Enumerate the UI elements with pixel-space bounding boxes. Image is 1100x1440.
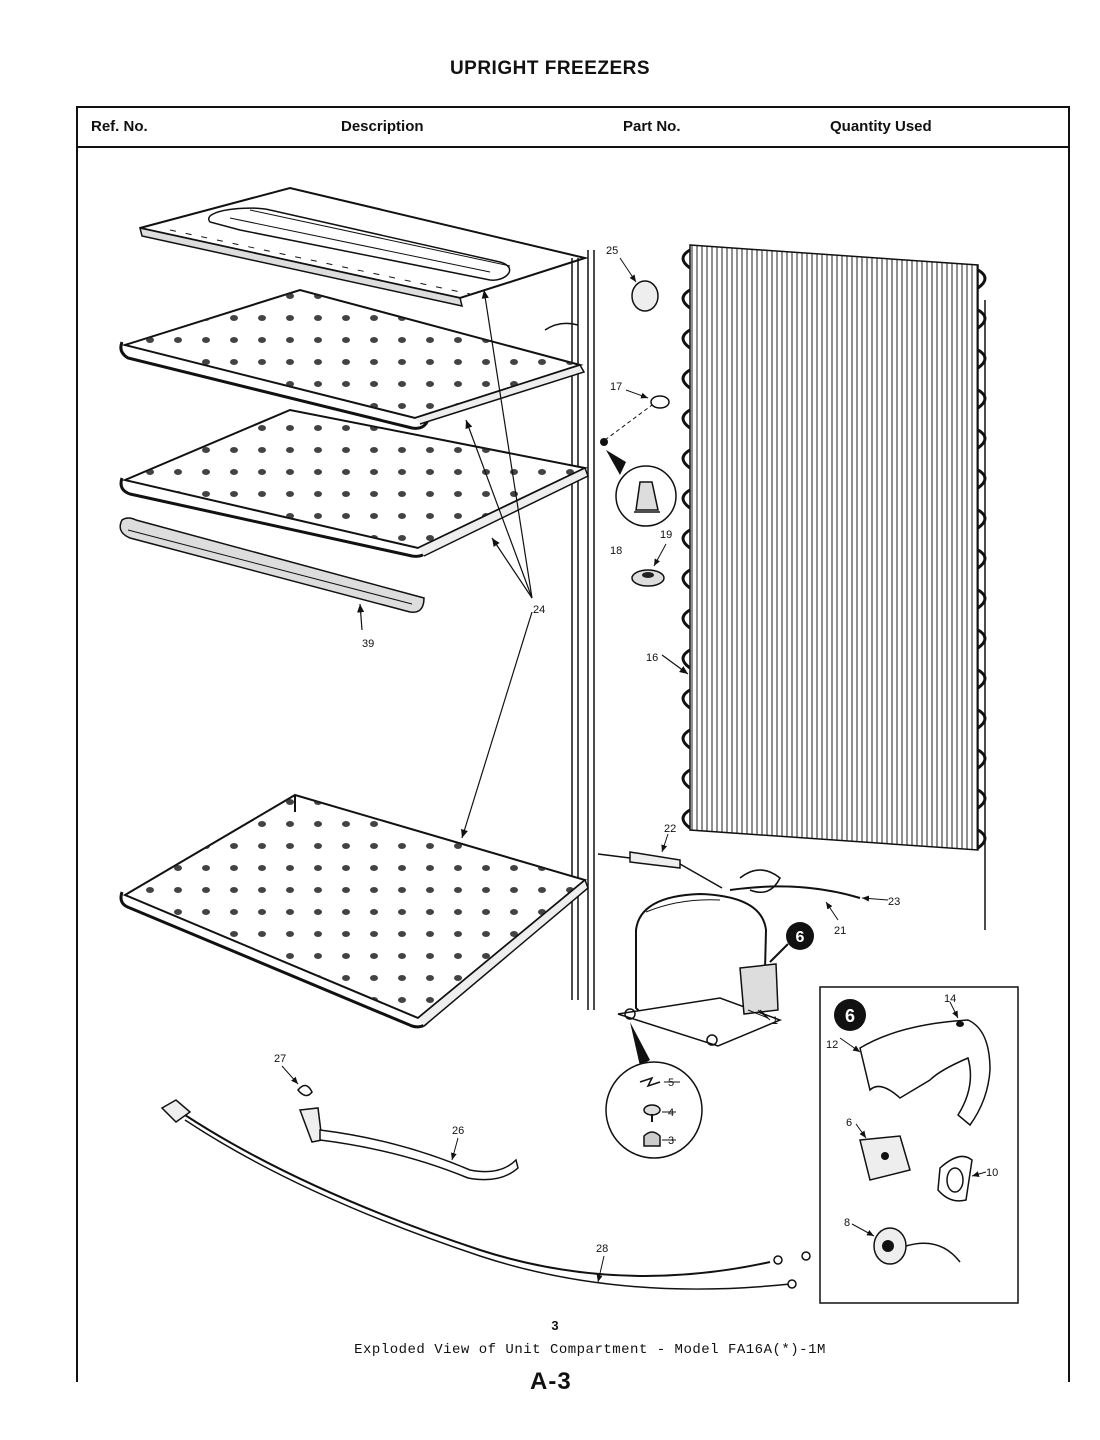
parts-table-frame <box>76 106 1070 1382</box>
header-part-no: Part No. <box>623 118 681 135</box>
callout-4: 4 <box>668 1107 674 1119</box>
callout-22: 22 <box>664 823 676 835</box>
header-ref-no: Ref. No. <box>91 118 148 135</box>
compressor <box>617 892 783 1047</box>
mounting-detail-circle <box>605 1022 703 1159</box>
detail-badge-label: 6 <box>796 929 805 946</box>
callout-14: 14 <box>944 993 956 1005</box>
callout-27: 27 <box>274 1053 286 1065</box>
freezer-shelf-3 <box>119 793 589 1029</box>
freezer-shelf-1 <box>119 288 586 430</box>
header-quantity-used: Quantity Used <box>830 118 932 135</box>
callout-1: 1 <box>772 1015 778 1027</box>
tubing-21-23 <box>729 869 889 921</box>
grommet-25 <box>619 257 659 312</box>
drain-hose-26 <box>298 1107 519 1181</box>
figure-caption: Exploded View of Unit Compartment - Mode… <box>354 1342 826 1358</box>
callout-6: 6 <box>846 1117 852 1129</box>
callout-26: 26 <box>452 1125 464 1137</box>
callout-24: 24 <box>533 604 545 616</box>
shelf-front-trim <box>119 517 425 613</box>
header-description: Description <box>341 118 424 135</box>
top-evaporator-shelf <box>138 186 589 307</box>
detail-circle-18 <box>606 450 677 527</box>
callout-39: 39 <box>362 638 374 650</box>
callout-23: 23 <box>888 896 900 908</box>
callout-12: 12 <box>826 1039 838 1051</box>
filter-drier-22 <box>597 833 723 889</box>
table-header: Ref. No. Description Part No. Quantity U… <box>76 106 1070 148</box>
callout-16: 16 <box>646 652 658 664</box>
hose-clamp-27 <box>281 1065 313 1097</box>
detail-box-badge: 6 <box>845 1006 855 1026</box>
callout-21: 21 <box>834 925 846 937</box>
callout-5: 5 <box>668 1077 674 1089</box>
callout-19: 19 <box>660 529 672 541</box>
plug-19 <box>631 543 667 587</box>
electrical-detail-box: 6 <box>819 986 1019 1304</box>
callout-10: 10 <box>986 1167 998 1179</box>
clip-17 <box>600 389 670 446</box>
figure-number: 3 <box>551 1318 559 1333</box>
callout-8: 8 <box>844 1217 850 1229</box>
power-cord-28 <box>160 1099 811 1290</box>
page-title: UPRIGHT FREEZERS <box>449 58 651 79</box>
callout-25: 25 <box>606 245 618 257</box>
page-code: A-3 <box>530 1368 572 1395</box>
callout-3: 3 <box>668 1135 674 1147</box>
callout-17: 17 <box>610 381 622 393</box>
detail-badge-compressor: 6 <box>769 922 814 963</box>
condenser-coil <box>681 244 987 930</box>
callout-24-leaders <box>461 289 533 839</box>
callout-28: 28 <box>596 1243 608 1255</box>
callout-18: 18 <box>610 545 622 557</box>
freezer-shelf-2 <box>119 408 589 558</box>
